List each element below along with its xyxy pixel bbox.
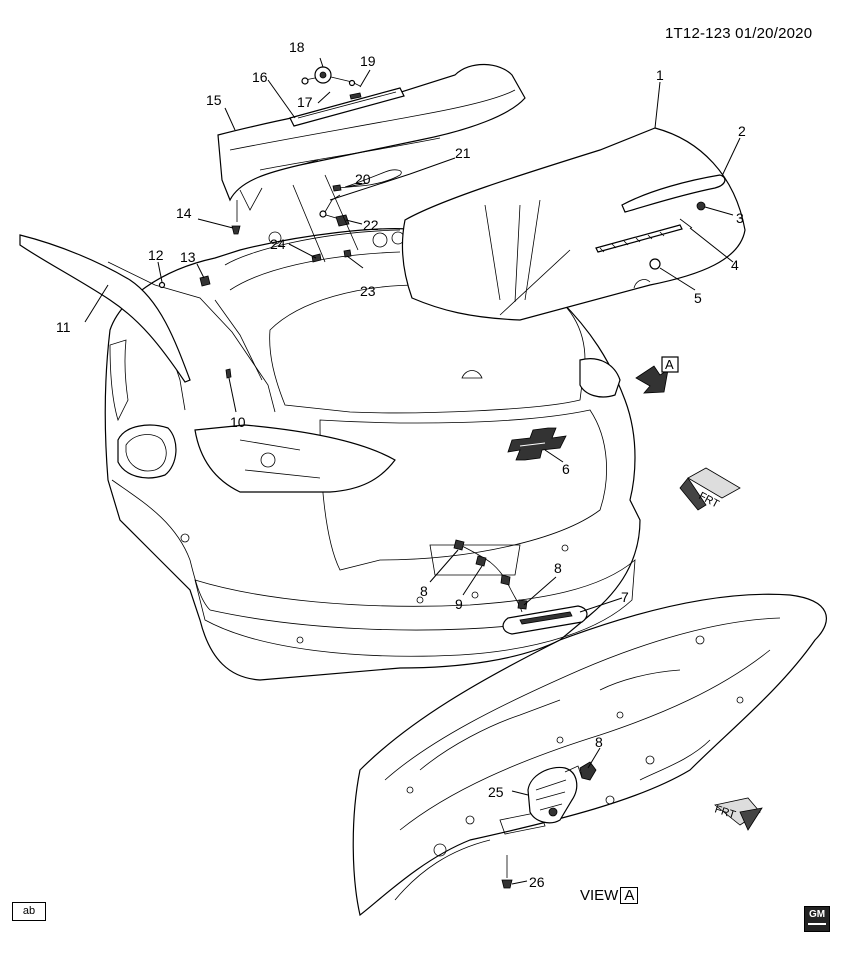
callout-8b: 8 — [554, 560, 562, 576]
callout-26: 26 — [529, 874, 545, 890]
liftgate-latch-actuator — [527, 761, 597, 824]
fastener-clip — [501, 855, 513, 889]
callout-2: 2 — [738, 123, 746, 139]
callout-4: 4 — [731, 257, 739, 273]
gm-logo-text: GM — [808, 909, 826, 920]
callout-10: 10 — [230, 414, 246, 430]
view-label-letter: A — [620, 887, 639, 904]
liftgate-inner-panel — [352, 593, 827, 917]
washer-hose — [319, 169, 402, 218]
assembly-lines — [236, 174, 359, 263]
callout-numbers: 1 2 3 4 5 6 7 8 8 8 9 10 11 12 13 14 15 … — [56, 39, 746, 890]
connectors — [268, 214, 405, 263]
callout-17: 17 — [297, 94, 313, 110]
callout-19: 19 — [360, 53, 376, 69]
wiring-harness — [453, 539, 528, 613]
callout-5: 5 — [694, 290, 702, 306]
callout-8a: 8 — [420, 583, 428, 599]
callout-24: 24 — [270, 236, 286, 252]
spoiler-pin — [231, 225, 241, 235]
view-label-text: VIEW — [580, 887, 619, 904]
rear-wiper — [595, 174, 726, 289]
chevrolet-emblem — [507, 427, 567, 461]
callout-18: 18 — [289, 39, 305, 55]
callout-6: 6 — [562, 461, 570, 477]
front-direction-arrow-lower: FRT — [713, 797, 763, 831]
gm-logo-icon: GM — [804, 906, 830, 932]
callout-23: 23 — [360, 283, 376, 299]
callout-21: 21 — [455, 145, 471, 161]
callout-7: 7 — [621, 589, 629, 605]
front-direction-arrow-upper: FRT — [679, 467, 741, 511]
callout-3: 3 — [736, 210, 744, 226]
document-id: 1T12-123 01/20/2020 — [665, 25, 813, 42]
gm-logo-bar — [808, 923, 826, 925]
view-a-marker: A — [665, 357, 674, 372]
callout-1: 1 — [656, 67, 664, 83]
callout-12: 12 — [148, 247, 164, 263]
liftgate-window-glass — [401, 127, 746, 321]
rear-spoiler — [217, 63, 526, 211]
callout-11: 11 — [56, 319, 71, 335]
leader-lines — [84, 57, 741, 885]
high-mount-stop-lamp — [289, 87, 405, 127]
callout-25: 25 — [488, 784, 504, 800]
view-a-arrow: A — [635, 356, 679, 394]
callout-13: 13 — [180, 249, 196, 265]
callout-14: 14 — [176, 205, 192, 221]
callout-16: 16 — [252, 69, 268, 85]
callout-20: 20 — [355, 171, 371, 187]
callout-22: 22 — [363, 217, 379, 233]
callout-15: 15 — [206, 92, 222, 108]
license-plate-lamp — [502, 605, 588, 635]
ab-indicator: ab — [12, 902, 46, 921]
callout-8c: 8 — [595, 734, 603, 750]
d-pillar-applique — [19, 234, 276, 413]
callout-9: 9 — [455, 596, 463, 612]
washer-nozzle-assembly — [301, 66, 361, 87]
